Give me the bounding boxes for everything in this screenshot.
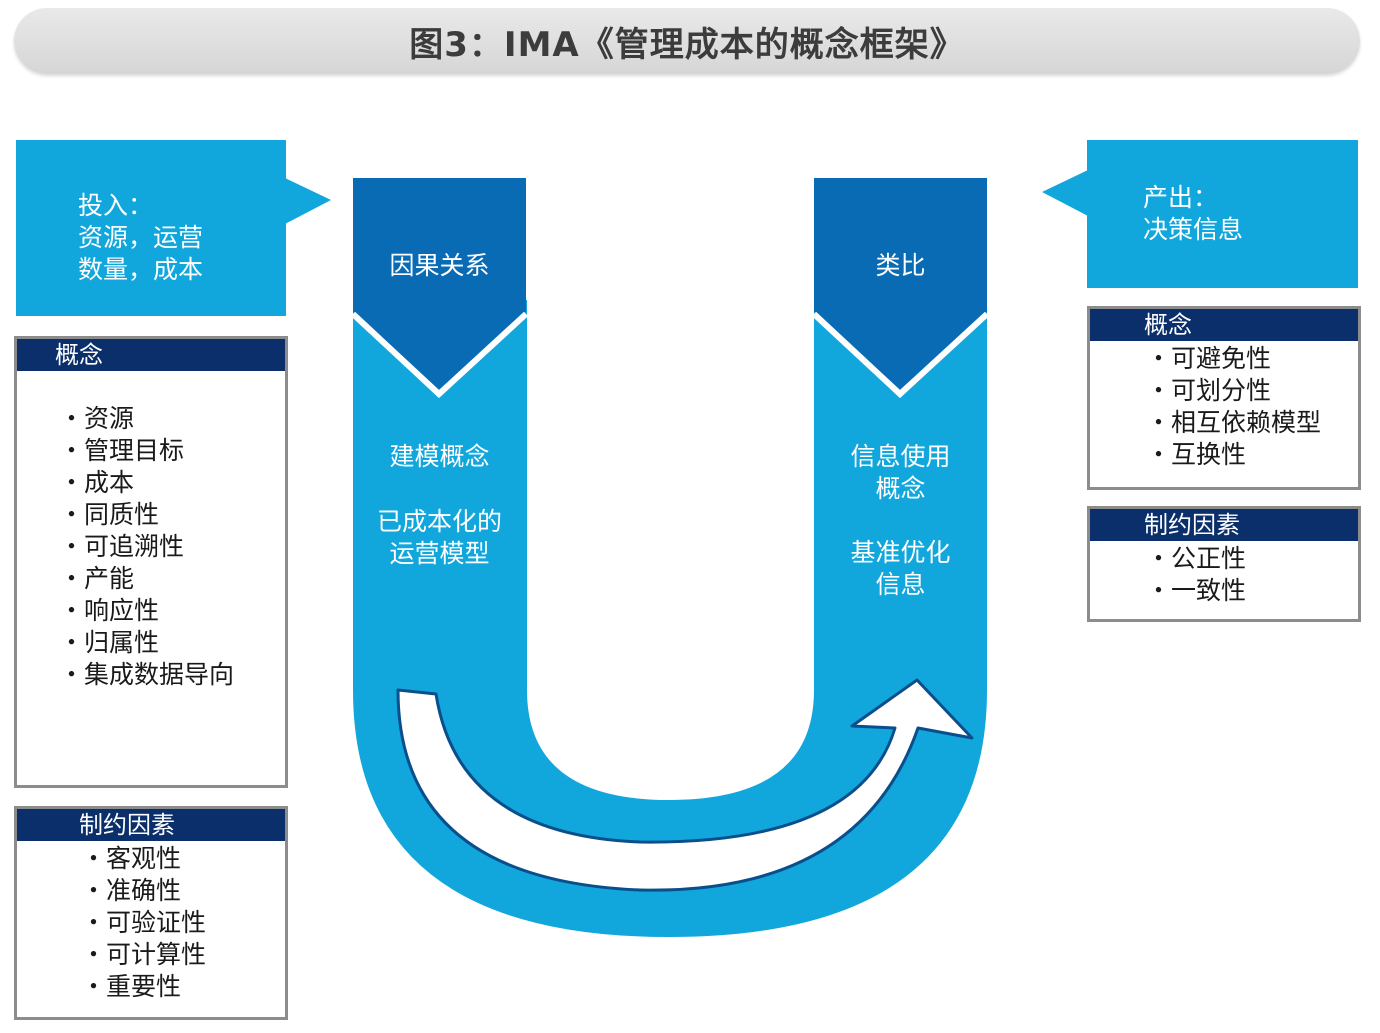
u-right-body1: 信息使用 [850,442,951,471]
right-concepts-box: 概念 可避免性 可划分性 相互依赖模型 互换性 [1087,306,1361,490]
list-item: 客观性 [81,843,285,875]
input-line-1: 投入： [78,191,154,220]
output-callout: 产出： 决策信息 [1087,140,1358,288]
input-line-3: 数量，成本 [78,255,204,284]
list-item: 重要性 [81,971,285,1003]
list-item: 可避免性 [1146,343,1358,375]
list-item: 互换性 [1146,439,1358,471]
u-shape [353,300,987,937]
curved-arrow [396,678,974,892]
title-bar: 图3：IMA《管理成本的概念框架》 [14,8,1360,74]
output-line-2: 决策信息 [1143,215,1244,244]
list-item: 可追溯性 [59,531,285,563]
list-item: 准确性 [81,875,285,907]
input-callout-pointer [285,178,331,224]
list-item: 归属性 [59,627,285,659]
u-right-body4: 信息 [875,570,926,599]
left-concepts-box: 概念 资源 管理目标 成本 同质性 可追溯性 产能 响应性 归属性 集成数据导向 [14,336,288,788]
output-line-1: 产出： [1143,183,1219,212]
list-item: 相互依赖模型 [1146,407,1358,439]
list-item: 公正性 [1146,543,1358,575]
u-left-body1: 建模概念 [389,442,490,471]
right-constraints-header: 制约因素 [1090,509,1358,541]
left-constraints-list: 客观性 准确性 可验证性 可计算性 重要性 [17,843,285,1003]
right-concepts-header: 概念 [1090,309,1358,341]
left-constraints-header: 制约因素 [17,809,285,841]
right-concepts-list: 可避免性 可划分性 相互依赖模型 互换性 [1090,343,1358,471]
right-chevron [814,178,987,392]
left-concepts-header: 概念 [17,339,285,371]
u-left-head: 因果关系 [389,251,490,280]
list-item: 一致性 [1146,575,1358,607]
right-constraints-list: 公正性 一致性 [1090,543,1358,607]
list-item: 可验证性 [81,907,285,939]
list-item: 可计算性 [81,939,285,971]
list-item: 资源 [59,403,285,435]
left-constraints-box: 制约因素 客观性 准确性 可验证性 可计算性 重要性 [14,806,288,1020]
list-item: 管理目标 [59,435,285,467]
diagram-title: 图3：IMA《管理成本的概念框架》 [409,24,965,65]
list-item: 同质性 [59,499,285,531]
output-callout-pointer [1042,170,1088,216]
u-right-body3: 基准优化 [850,538,951,567]
u-left-body3: 运营模型 [389,539,490,568]
right-constraints-box: 制约因素 公正性 一致性 [1087,506,1361,622]
list-item: 成本 [59,467,285,499]
u-left-body2: 已成本化的 [376,507,502,536]
list-item: 响应性 [59,595,285,627]
u-right-head: 类比 [875,251,926,280]
left-concepts-list: 资源 管理目标 成本 同质性 可追溯性 产能 响应性 归属性 集成数据导向 [17,403,285,691]
input-line-2: 资源，运营 [78,223,204,252]
list-item: 产能 [59,563,285,595]
input-callout: 投入： 资源，运营 数量，成本 [16,140,286,316]
list-item: 集成数据导向 [59,659,285,691]
list-item: 可划分性 [1146,375,1358,407]
left-chevron [353,178,526,392]
u-right-body2: 概念 [875,474,926,503]
